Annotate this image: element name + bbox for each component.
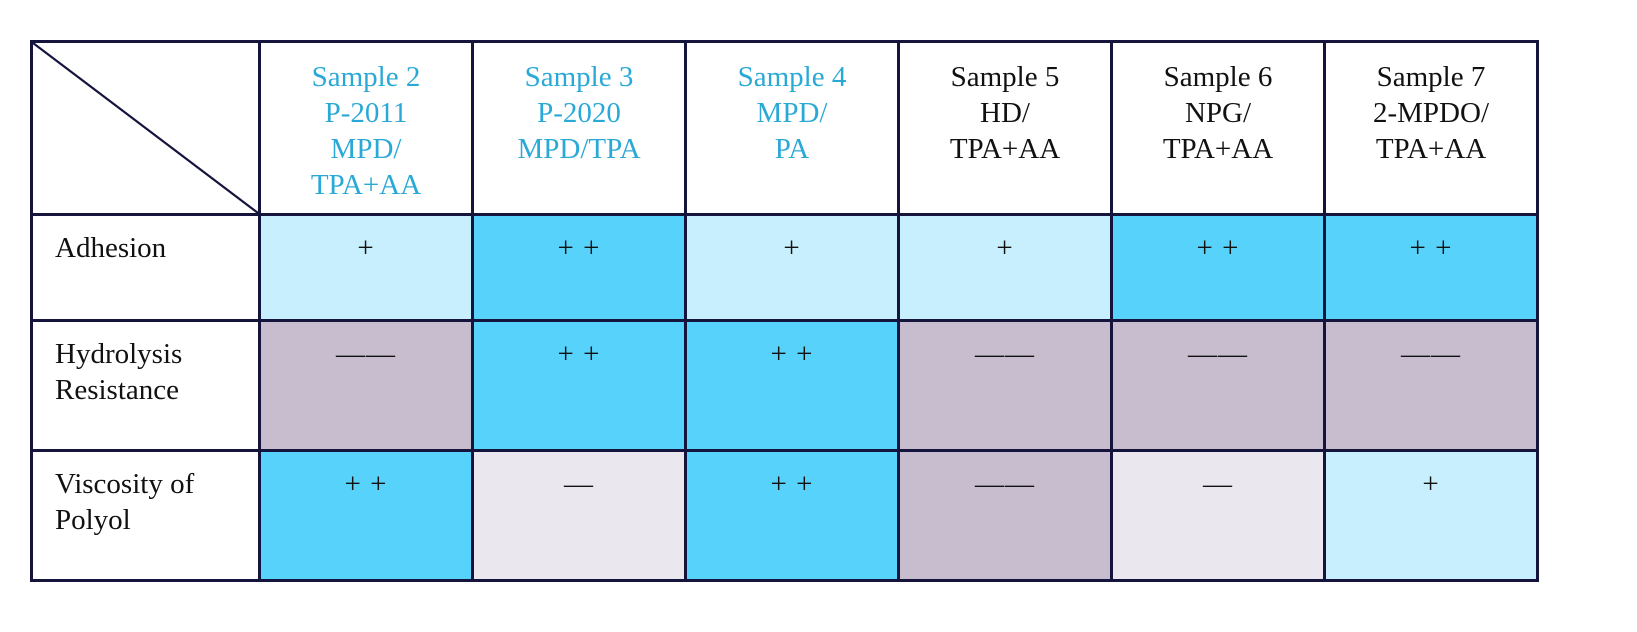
header-line: P-2020 [537, 97, 621, 129]
rating-cell: —— [1110, 319, 1326, 452]
header-line: PA [774, 133, 810, 165]
header-line: Sample 2 [311, 61, 421, 93]
header-line: Sample 3 [524, 61, 634, 93]
rating-cell: —— [897, 449, 1113, 582]
comparison-table: Sample 2 P-2011 MPD/ TPA+AA Sample 3 P-2… [30, 40, 1539, 582]
header-line: MPD/TPA [517, 133, 641, 165]
row-label-line: Adhesion [55, 232, 167, 264]
rating-cell: + + [1110, 213, 1326, 322]
diagonal-divider [33, 43, 258, 213]
column-header-sample-5: Sample 5 HD/ TPA+AA [897, 40, 1113, 216]
rating-cell: + [1323, 449, 1539, 582]
table-row-viscosity-of-polyol: Viscosity of Polyol + + — + + —— — + [30, 449, 1539, 582]
rating-cell: + [897, 213, 1113, 322]
rating-cell: —— [258, 319, 474, 452]
row-label-line: Resistance [55, 374, 180, 406]
header-line: TPA+AA [1162, 133, 1274, 165]
rating-cell: + [258, 213, 474, 322]
rating-cell: + + [471, 319, 687, 452]
header-line: MPD/ [756, 97, 828, 129]
row-label-adhesion: Adhesion [30, 213, 261, 322]
row-label-line: Hydrolysis [55, 338, 183, 370]
column-header-sample-2: Sample 2 P-2011 MPD/ TPA+AA [258, 40, 474, 216]
column-header-sample-7: Sample 7 2-MPDO/ TPA+AA [1323, 40, 1539, 216]
header-line: P-2011 [324, 97, 408, 129]
rating-cell: + + [684, 319, 900, 452]
table-row-hydrolysis-resistance: Hydrolysis Resistance —— + + + + —— —— —… [30, 319, 1539, 452]
header-line: Sample 7 [1376, 61, 1486, 93]
column-header-sample-3: Sample 3 P-2020 MPD/TPA [471, 40, 687, 216]
header-row: Sample 2 P-2011 MPD/ TPA+AA Sample 3 P-2… [30, 40, 1539, 216]
row-label-line: Viscosity of [55, 468, 195, 500]
rating-cell: + [684, 213, 900, 322]
header-line: 2-MPDO/ [1372, 97, 1489, 129]
header-line: Sample 6 [1163, 61, 1273, 93]
rating-cell: + + [684, 449, 900, 582]
header-line: TPA+AA [310, 169, 422, 201]
header-line: TPA+AA [1375, 133, 1487, 165]
header-line: NPG/ [1184, 97, 1252, 129]
header-line: HD/ [980, 97, 1030, 129]
column-header-sample-4: Sample 4 MPD/ PA [684, 40, 900, 216]
header-line: TPA+AA [949, 133, 1061, 165]
rating-cell: + + [258, 449, 474, 582]
header-line: Sample 4 [737, 61, 847, 93]
rating-cell: — [471, 449, 687, 582]
rating-cell: —— [897, 319, 1113, 452]
header-line: Sample 5 [950, 61, 1060, 93]
column-header-sample-6: Sample 6 NPG/ TPA+AA [1110, 40, 1326, 216]
header-line: MPD/ [330, 133, 402, 165]
row-label-hydrolysis-resistance: Hydrolysis Resistance [30, 319, 261, 452]
rating-cell: + + [471, 213, 687, 322]
rating-cell: —— [1323, 319, 1539, 452]
row-label-line: Polyol [55, 504, 131, 536]
rating-cell: — [1110, 449, 1326, 582]
table-row-adhesion: Adhesion + + + + + + + + + [30, 213, 1539, 322]
corner-cell [30, 40, 261, 216]
row-label-viscosity-of-polyol: Viscosity of Polyol [30, 449, 261, 582]
rating-cell: + + [1323, 213, 1539, 322]
